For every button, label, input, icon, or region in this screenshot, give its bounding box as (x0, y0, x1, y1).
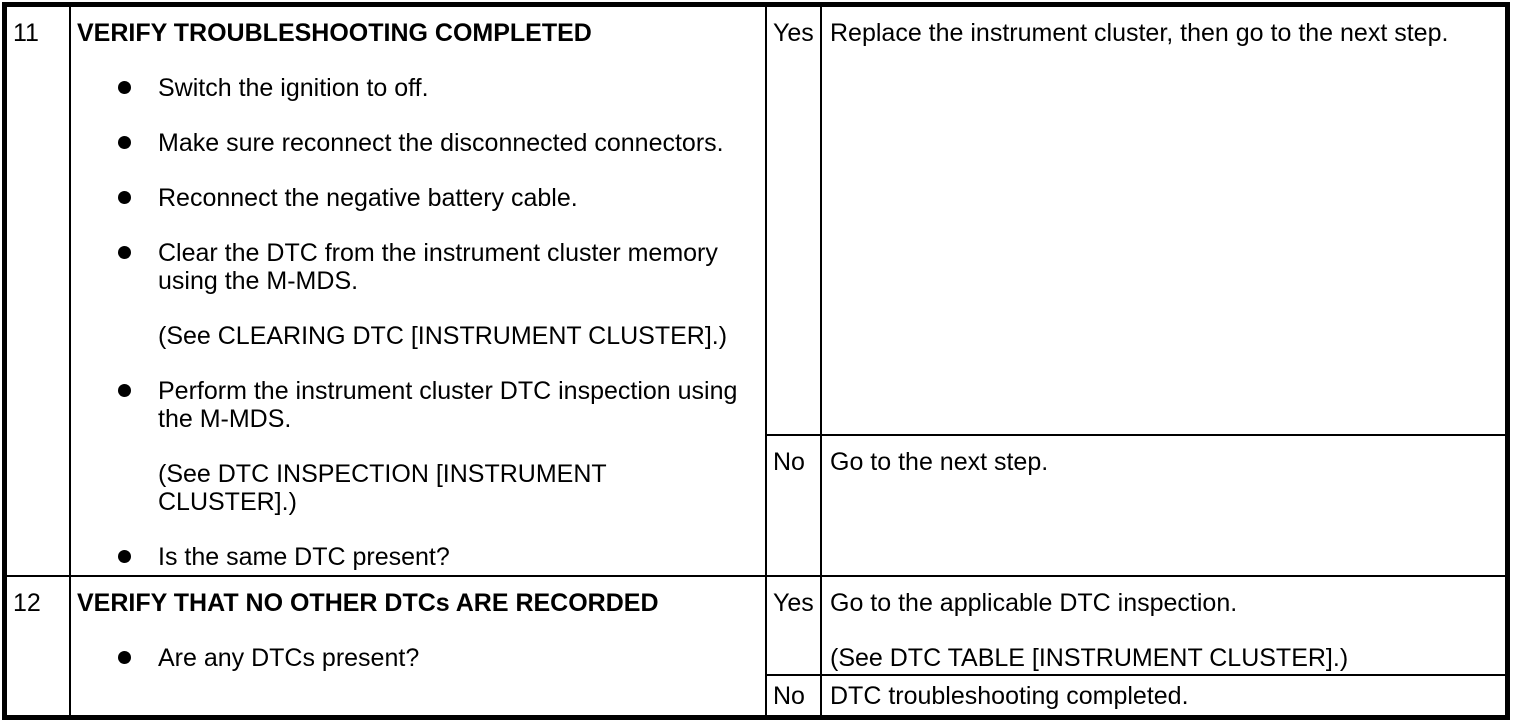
bullet-icon (118, 550, 131, 563)
yes-label: Yes (773, 19, 814, 47)
result-line: Replace the instrument cluster, then go … (830, 19, 1449, 47)
bullet-icon (118, 651, 131, 664)
bullet-icon (118, 136, 131, 149)
checklist-item-line: Are any DTCs present? (158, 644, 420, 672)
checklist-item: Reconnect the negative battery cable. (77, 184, 757, 212)
bullet-icon (118, 191, 131, 204)
result-line: Go to the applicable DTC inspection. (830, 589, 1238, 617)
action-cell: VERIFY TROUBLESHOOTING COMPLETED Switch … (69, 7, 765, 575)
no-label-cell: No (765, 674, 820, 715)
no-label-cell: No (765, 434, 820, 575)
result-line: Go to the next step. (830, 448, 1049, 476)
step-number: 11 (13, 19, 39, 47)
checklist-item-line: the M-MDS. (158, 405, 292, 433)
no-result-cell: DTC troubleshooting completed. (820, 674, 1505, 715)
no-label: No (773, 448, 805, 476)
see-reference: (See DTC INSPECTION [INSTRUMENT CLUSTER]… (77, 460, 757, 516)
see-reference-line: (See DTC INSPECTION [INSTRUMENT (158, 460, 607, 488)
step-title: VERIFY TROUBLESHOOTING COMPLETED (77, 19, 592, 47)
checklist-item: Switch the ignition to off. (77, 74, 757, 102)
yes-label: Yes (773, 589, 814, 617)
see-reference-line: (See DTC TABLE [INSTRUMENT CLUSTER].) (830, 644, 1349, 672)
yes-label-cell: Yes (765, 7, 820, 434)
checklist-item-line: using the M-MDS. (158, 267, 359, 295)
checklist-item-line: Make sure reconnect the disconnected con… (158, 129, 724, 157)
bullet-icon (118, 81, 131, 94)
yes-label-cell: Yes (765, 575, 820, 674)
checklist-item: Perform the instrument cluster DTC inspe… (77, 377, 757, 433)
checklist-item: Are any DTCs present? (77, 644, 757, 672)
see-reference-line: CLUSTER].) (158, 488, 297, 516)
checklist-item: Is the same DTC present? (77, 543, 757, 571)
see-reference-line: (See CLEARING DTC [INSTRUMENT CLUSTER].) (158, 322, 728, 350)
checklist-item-line: Is the same DTC present? (158, 543, 450, 571)
checklist-item-line: Clear the DTC from the instrument cluste… (158, 239, 718, 267)
yes-result-cell: Go to the applicable DTC inspection. (Se… (820, 575, 1505, 674)
bullet-icon (118, 246, 131, 259)
action-cell: VERIFY THAT NO OTHER DTCs ARE RECORDED A… (69, 575, 765, 715)
step-title: VERIFY THAT NO OTHER DTCs ARE RECORDED (77, 589, 659, 617)
checklist-item-line: Switch the ignition to off. (158, 74, 429, 102)
result-line: DTC troubleshooting completed. (830, 682, 1189, 710)
yes-result-cell: Replace the instrument cluster, then go … (820, 7, 1505, 434)
no-result-cell: Go to the next step. (820, 434, 1505, 575)
checklist-item-line: Reconnect the negative battery cable. (158, 184, 578, 212)
step-number-cell: 12 (7, 575, 69, 715)
step-number-cell: 11 (7, 7, 69, 575)
checklist-item: Make sure reconnect the disconnected con… (77, 129, 757, 157)
step-number: 12 (13, 589, 41, 617)
no-label: No (773, 682, 805, 710)
checklist-item: Clear the DTC from the instrument cluste… (77, 239, 757, 295)
bullet-icon (118, 384, 131, 397)
checklist-item-line: Perform the instrument cluster DTC inspe… (158, 377, 738, 405)
see-reference: (See CLEARING DTC [INSTRUMENT CLUSTER].) (77, 322, 757, 350)
